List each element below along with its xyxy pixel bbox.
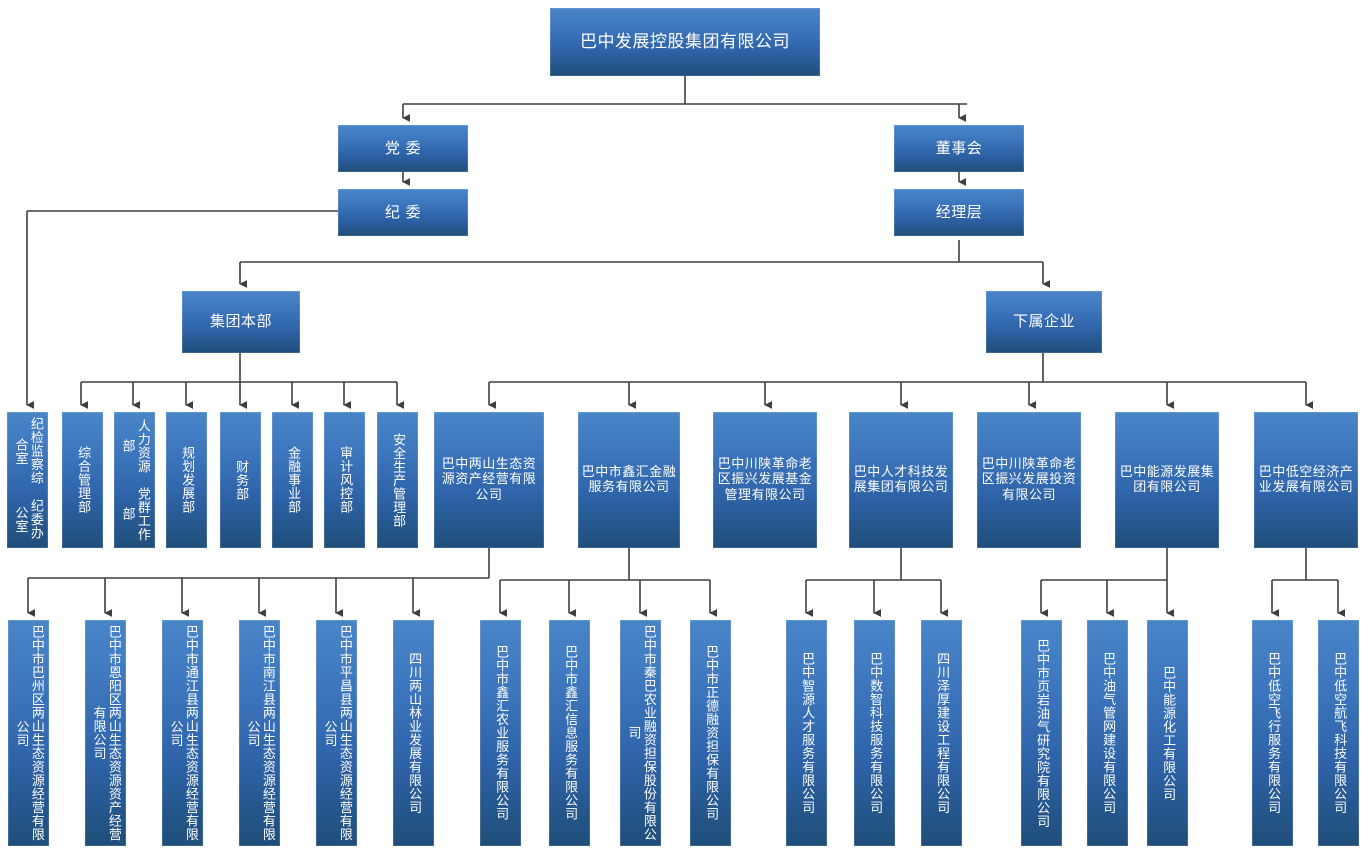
node-leaf-zhengde-guarantee-label: 巴中市正德融资担保有限公司 — [703, 645, 719, 821]
node-leaf-qinba-agri-guarantee[interactable]: 巴中市秦巴农业融资担保股份有限公司 — [620, 620, 661, 846]
node-dept-planning-development[interactable]: 规划发展部 — [166, 412, 207, 548]
node-sub-talent-technology-label: 巴中人才科技发展集团有限公司 — [853, 464, 949, 495]
node-leaf-zhiyuan-talent-label: 巴中智源人才服务有限公司 — [799, 652, 815, 814]
node-leaf-low-altitude-flight-service-label: 巴中低空飞行服务有限公司 — [1265, 652, 1281, 814]
node-leaf-zehou-construction-label: 四川泽厚建设工程有限公司 — [934, 652, 950, 814]
node-dept-audit-risk-control-label: 审计风控部 — [337, 446, 353, 514]
node-leaf-low-altitude-aviation-tech[interactable]: 巴中低空航飞科技有限公司 — [1318, 620, 1359, 846]
node-dept-general-management-label: 综合管理部 — [75, 446, 91, 514]
node-sub-talent-technology[interactable]: 巴中人才科技发展集团有限公司 — [849, 412, 953, 548]
node-leaf-nanjiang-liangshan[interactable]: 巴中市南江县两山生态资源经营有限公司 — [239, 620, 280, 846]
node-sub-liangshan-eco[interactable]: 巴中两山生态资源资产经营有限公司 — [434, 412, 544, 548]
node-dept-safety-production-label: 安全生产管理部 — [390, 432, 406, 528]
node-leaf-nanjiang-liangshan-label: 巴中市南江县两山生态资源经营有限公司 — [244, 625, 275, 841]
node-leaf-tongjiang-liangshan[interactable]: 巴中市通江县两山生态资源经营有限公司 — [162, 620, 203, 846]
node-leaf-xinhui-agriculture[interactable]: 巴中市鑫汇农业服务有限公司 — [480, 620, 521, 846]
node-leaf-qinba-agri-guarantee-label: 巴中市秦巴农业融资担保股份有限公司 — [625, 625, 656, 841]
node-leaf-oil-gas-pipeline[interactable]: 巴中油气管网建设有限公司 — [1087, 620, 1128, 846]
node-sub-energy-development[interactable]: 巴中能源发展集团有限公司 — [1115, 412, 1219, 548]
node-sub-xinhui-finance[interactable]: 巴中市鑫汇金融服务有限公司 — [578, 412, 680, 548]
node-dept-general-management[interactable]: 综合管理部 — [62, 412, 103, 548]
node-dept-planning-development-label: 规划发展部 — [179, 446, 195, 514]
node-sub-xinhui-finance-label: 巴中市鑫汇金融服务有限公司 — [581, 464, 677, 495]
node-sub-low-altitude-economy-label: 巴中低空经济产业发展有限公司 — [1258, 464, 1354, 495]
node-leaf-pingchang-liangshan-label: 巴中市平昌县两山生态资源经营有限公司 — [321, 625, 352, 841]
node-leaf-xinhui-information[interactable]: 巴中市鑫汇信息服务有限公司 — [549, 620, 590, 846]
node-root[interactable]: 巴中发展控股集团有限公司 — [550, 8, 820, 76]
node-board-of-directors-label: 董事会 — [935, 138, 983, 157]
node-leaf-bazhou-liangshan-label: 巴中市巴州区两山生态资源经营有限公司 — [13, 625, 44, 841]
node-sub-revitalization-fund[interactable]: 巴中川陕革命老区振兴发展基金管理有限公司 — [713, 412, 817, 548]
node-root-label: 巴中发展控股集团有限公司 — [580, 31, 790, 52]
node-leaf-energy-chemical[interactable]: 巴中能源化工有限公司 — [1147, 620, 1188, 846]
node-dept-discipline-office-col1: 纪检监察综合室 — [12, 417, 43, 485]
node-dept-audit-risk-control[interactable]: 审计风控部 — [324, 412, 365, 548]
node-sub-revitalization-fund-label: 巴中川陕革命老区振兴发展基金管理有限公司 — [717, 457, 813, 503]
node-management-layer[interactable]: 经理层 — [894, 189, 1024, 236]
node-dept-hr-and-party-work[interactable]: 人力资源部 党群工作部 — [114, 412, 155, 548]
node-board-of-directors[interactable]: 董事会 — [894, 125, 1024, 172]
node-dept-safety-production[interactable]: 安全生产管理部 — [377, 412, 418, 548]
node-leaf-shuzhi-technology[interactable]: 巴中数智科技服务有限公司 — [854, 620, 895, 846]
node-management-layer-label: 经理层 — [935, 202, 983, 221]
node-subsidiary-enterprises-label: 下属企业 — [1012, 312, 1075, 331]
node-leaf-xinhui-agriculture-label: 巴中市鑫汇农业服务有限公司 — [493, 645, 509, 821]
node-dept-discipline-office[interactable]: 纪检监察综合室 纪委办公室 — [7, 412, 48, 548]
node-dept-financial-business-label: 金融事业部 — [285, 446, 301, 514]
node-leaf-zhengde-guarantee[interactable]: 巴中市正德融资担保有限公司 — [690, 620, 731, 846]
node-leaf-oil-gas-pipeline-label: 巴中油气管网建设有限公司 — [1100, 652, 1116, 814]
node-leaf-zhiyuan-talent[interactable]: 巴中智源人才服务有限公司 — [786, 620, 827, 846]
node-dept-finance-label: 财务部 — [233, 459, 249, 501]
node-leaf-shale-oil-gas-institute[interactable]: 巴中市页岩油气研究院有限公司 — [1021, 620, 1062, 846]
node-leaf-zehou-construction[interactable]: 四川泽厚建设工程有限公司 — [921, 620, 962, 846]
node-dept-hr-and-party-work-col1: 人力资源部 — [119, 419, 150, 473]
node-sub-energy-development-label: 巴中能源发展集团有限公司 — [1119, 464, 1215, 495]
node-leaf-sichuan-liangshan-forestry[interactable]: 四川两山林业发展有限公司 — [393, 620, 434, 846]
node-sub-low-altitude-economy[interactable]: 巴中低空经济产业发展有限公司 — [1254, 412, 1358, 548]
node-sub-revitalization-investment-label: 巴中川陕革命老区振兴发展投资有限公司 — [981, 457, 1077, 503]
node-leaf-pingchang-liangshan[interactable]: 巴中市平昌县两山生态资源经营有限公司 — [316, 620, 357, 846]
node-group-headquarters-label: 集团本部 — [209, 312, 272, 331]
node-dept-hr-and-party-work-col2: 党群工作部 — [119, 487, 150, 541]
node-leaf-xinhui-information-label: 巴中市鑫汇信息服务有限公司 — [562, 645, 578, 821]
node-leaf-energy-chemical-label: 巴中能源化工有限公司 — [1160, 665, 1176, 801]
node-party-committee[interactable]: 党 委 — [338, 125, 468, 172]
node-leaf-sichuan-liangshan-forestry-label: 四川两山林业发展有限公司 — [406, 652, 422, 814]
node-leaf-enyang-liangshan[interactable]: 巴中市恩阳区两山生态资源资产经营有限公司 — [85, 620, 126, 846]
node-leaf-shuzhi-technology-label: 巴中数智科技服务有限公司 — [867, 652, 883, 814]
node-sub-revitalization-investment[interactable]: 巴中川陕革命老区振兴发展投资有限公司 — [977, 412, 1081, 548]
node-leaf-tongjiang-liangshan-label: 巴中市通江县两山生态资源经营有限公司 — [167, 625, 198, 841]
node-discipline-committee[interactable]: 纪 委 — [338, 189, 468, 236]
node-subsidiary-enterprises[interactable]: 下属企业 — [986, 291, 1102, 353]
node-leaf-enyang-liangshan-label: 巴中市恩阳区两山生态资源资产经营有限公司 — [90, 625, 121, 841]
node-dept-finance[interactable]: 财务部 — [220, 412, 261, 548]
node-dept-financial-business[interactable]: 金融事业部 — [272, 412, 313, 548]
node-leaf-bazhou-liangshan[interactable]: 巴中市巴州区两山生态资源经营有限公司 — [8, 620, 49, 846]
node-sub-liangshan-eco-label: 巴中两山生态资源资产经营有限公司 — [441, 457, 537, 503]
node-party-committee-label: 党 委 — [384, 138, 422, 157]
node-leaf-low-altitude-aviation-tech-label: 巴中低空航飞科技有限公司 — [1331, 652, 1347, 814]
node-leaf-shale-oil-gas-institute-label: 巴中市页岩油气研究院有限公司 — [1034, 638, 1050, 828]
node-leaf-low-altitude-flight-service[interactable]: 巴中低空飞行服务有限公司 — [1252, 620, 1293, 846]
node-dept-discipline-office-col2: 纪委办公室 — [12, 498, 43, 540]
node-discipline-committee-label: 纪 委 — [384, 202, 422, 221]
node-group-headquarters[interactable]: 集团本部 — [182, 291, 300, 353]
